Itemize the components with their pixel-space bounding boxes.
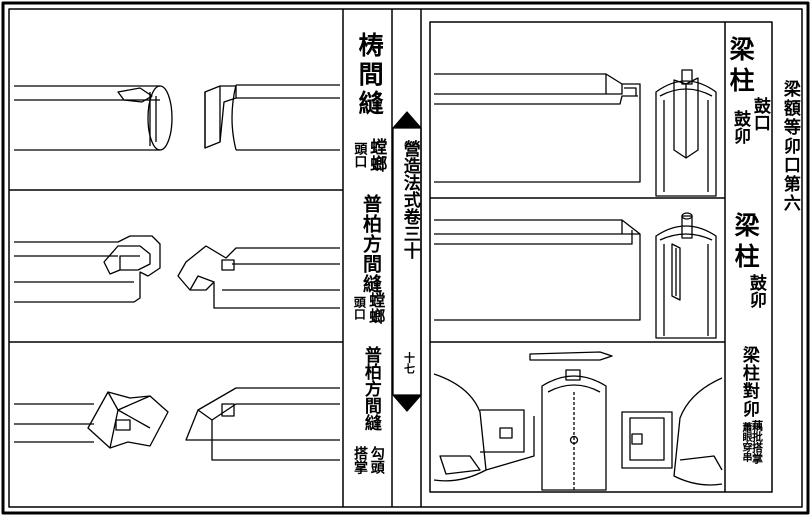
spine-title: 營造法式卷三十 <box>397 140 421 259</box>
panel4-drawing <box>434 69 717 197</box>
panel3-drawing <box>14 387 340 461</box>
section-title-text: 梁額等卯口第六 <box>779 80 800 213</box>
panel4-sub: 鼓卯 鼓口 <box>728 97 770 144</box>
panel2-drawing <box>14 235 340 309</box>
section-title: 梁額等卯口第六 <box>776 80 802 213</box>
panel4-title-main: 梁柱 <box>726 36 756 98</box>
panel1-sub: 頭口 螳螂 <box>346 138 390 172</box>
panel3-title-main: 普柏方間縫 <box>360 346 381 431</box>
panel2-sub-a: 螳螂 <box>366 292 386 324</box>
spine-page-text: 十七 <box>402 352 416 374</box>
panel1-sub-b: 頭口 <box>351 142 367 168</box>
panel2-sub: 頭口 螳螂 <box>346 292 390 324</box>
spine-page-number: 十七 <box>399 352 419 374</box>
panel1-title-main: 梼間縫 <box>355 32 385 119</box>
panel1-sub-a: 螳螂 <box>366 138 387 172</box>
panel5-title: 梁柱 <box>731 212 761 274</box>
panel3-sub-a: 勾頭 <box>368 446 385 474</box>
panel4-sub-b: 鼓口 <box>749 97 770 131</box>
panel3-sub-b: 搭掌 <box>352 446 368 474</box>
panel2-sub-b: 頭口 <box>352 296 367 320</box>
panel6-title: 梁柱對卯 <box>738 346 759 418</box>
panel1-title: 梼間縫 <box>348 32 390 119</box>
panel2-title: 普柏方間縫 <box>350 194 390 294</box>
panel3-sub: 搭掌 勾頭 <box>346 446 390 474</box>
panel5-drawing <box>434 212 717 339</box>
inner-border <box>8 8 803 508</box>
panel4-sub-a: 鼓卯 <box>730 110 750 144</box>
panel6-sub-a: 藕批搭掌 <box>750 420 764 464</box>
panel6-sub: 蕭眼穿串 藕批搭掌 <box>730 420 772 464</box>
panel1-drawing <box>14 84 340 151</box>
panel2-title-main: 普柏方間縫 <box>359 194 382 294</box>
panel6-sub-b: 蕭眼穿串 <box>739 422 751 462</box>
spine-title-text: 營造法式卷三十 <box>399 140 420 259</box>
panel6-title-main: 梁柱對卯 <box>738 346 759 418</box>
panel5-sub-a: 鼓卯 <box>745 274 766 308</box>
panel5-sub: 鼓卯 <box>742 274 768 308</box>
panel5-title-main: 梁柱 <box>731 212 761 274</box>
panel4-title: 梁柱 <box>726 36 756 98</box>
panel6-drawing <box>433 351 723 491</box>
panel3-title: 普柏方間縫 <box>350 346 390 431</box>
